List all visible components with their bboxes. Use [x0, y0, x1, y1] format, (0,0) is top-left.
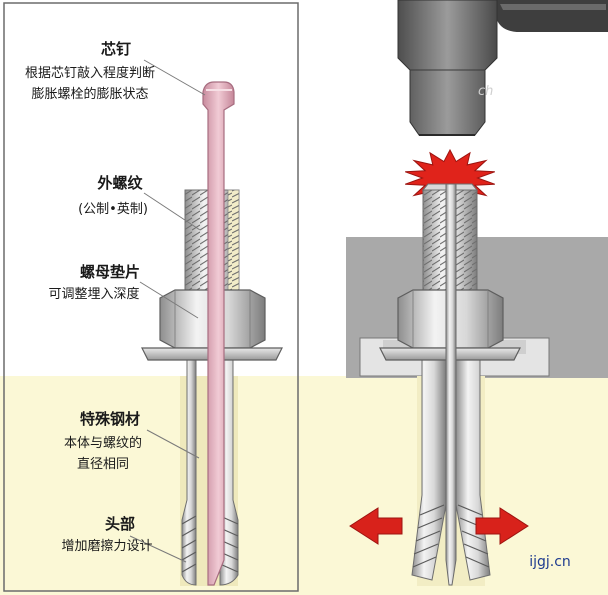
label-core-pin-desc-1: 根据芯钉敲入程度判断 [25, 65, 155, 81]
label-nut-washer-title: 螺母垫片 [80, 263, 140, 281]
label-steel-desc-1: 本体与螺纹的 [64, 435, 142, 451]
label-core-pin: 芯钉 根据芯钉敲入程度判断 膨胀螺栓的膨胀状态 [25, 40, 155, 102]
label-head: 头部 增加磨擦力设计 [61, 515, 152, 554]
left-panel-frame [3, 2, 299, 592]
label-thread-desc: (公制•英制) [78, 202, 148, 217]
arrow-right-icon [475, 507, 529, 545]
label-thread-title: 外螺纹 [96, 174, 143, 192]
watermark-faint: ch [478, 84, 493, 99]
leader-lines [129, 59, 206, 563]
label-nut-washer-desc: 可调整埋入深度 [48, 286, 139, 302]
label-core-pin-desc-2: 膨胀螺栓的膨胀状态 [31, 86, 148, 102]
label-nut-washer: 螺母垫片 可调整埋入深度 [48, 263, 140, 302]
arrow-left-icon [349, 507, 403, 545]
label-steel-title: 特殊钢材 [80, 410, 140, 428]
label-steel: 特殊钢材 本体与螺纹的 直径相同 [64, 410, 142, 472]
label-thread: 外螺纹 (公制•英制) [78, 174, 148, 217]
label-core-pin-title: 芯钉 [101, 40, 131, 58]
anchor-cutaway [141, 81, 283, 586]
core-pin [202, 81, 235, 586]
label-head-desc: 增加磨擦力设计 [61, 539, 152, 554]
hammer-icon: ch [397, 0, 608, 136]
label-head-title: 头部 [105, 515, 135, 533]
watermark-text: ijgj.cn [529, 554, 571, 570]
concrete-block [0, 376, 608, 595]
grip-rings-left [181, 515, 197, 573]
label-steel-desc-2: 直径相同 [77, 457, 129, 472]
